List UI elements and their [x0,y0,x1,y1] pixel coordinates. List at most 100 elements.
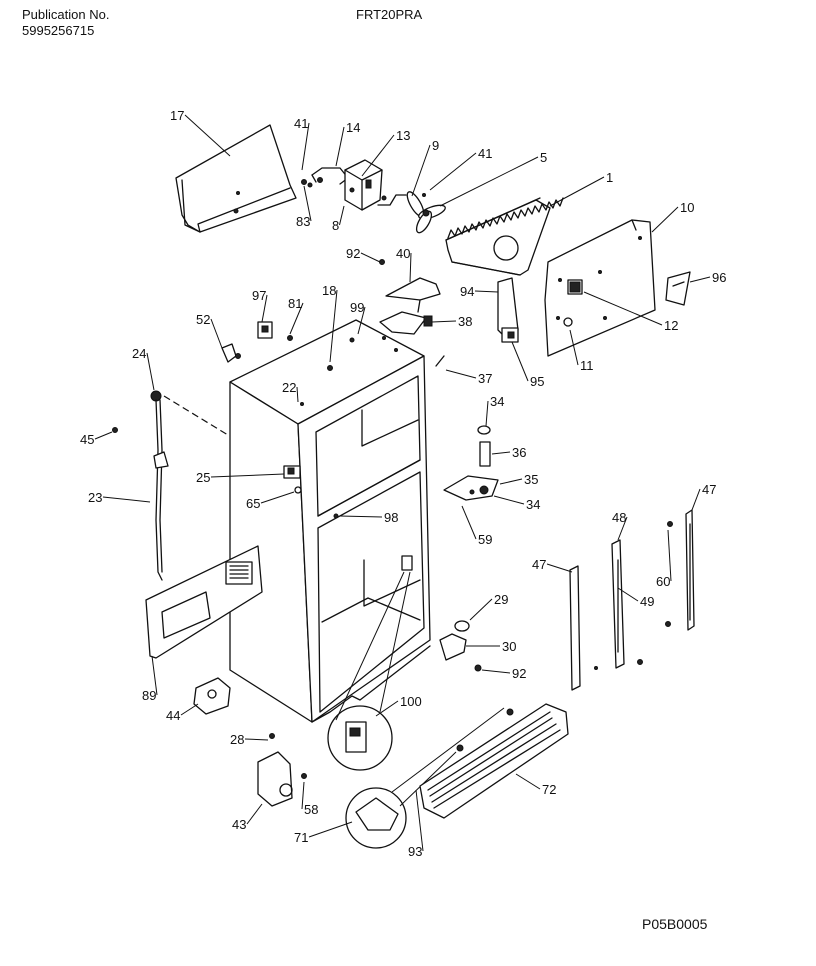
part-83-41-screws [301,179,313,188]
leader-line-43 [246,803,263,825]
leader-line-34 [493,495,525,505]
callout-49: 49 [640,594,654,609]
part-5-evaporator-cover [445,197,564,276]
callout-100: 100 [400,694,422,709]
leader-line-58 [301,781,305,810]
callout-labels: 1589101112131417182223242528293034343536… [80,108,726,859]
callout-28: 28 [230,732,244,747]
part-45-screw [112,427,118,433]
leader-line-99 [357,306,366,335]
callout-41: 41 [478,146,492,161]
callout-43: 43 [232,817,246,832]
leader-line-72 [515,773,541,790]
part-89-back-panel [145,545,263,659]
leader-line-29 [469,598,493,621]
leader-line-48 [617,516,628,541]
part-47-48-strips [569,509,695,691]
part-96-cover-plate [665,271,691,306]
leader-line-9 [411,144,431,197]
callout-83: 83 [296,214,310,229]
callout-40: 40 [396,246,410,261]
part-37-pin [435,355,445,367]
detail-100-circle [327,571,411,771]
callout-98: 98 [384,510,398,525]
callout-96: 96 [712,270,726,285]
publication-label: Publication No. [22,7,110,22]
leader-line-97 [261,294,268,323]
callout-9: 9 [432,138,439,153]
callout-58: 58 [304,802,318,817]
callout-65: 65 [246,496,260,511]
callout-8: 8 [332,218,339,233]
part-52-hinge-pin [221,343,241,363]
callout-47: 47 [702,482,716,497]
part-94-95-bracket [497,277,519,343]
leader-line-47 [691,488,701,511]
part-43-relay-bracket [257,733,307,807]
callout-81: 81 [288,296,302,311]
callout-25: 25 [196,470,210,485]
leader-line-18 [329,289,338,363]
callout-59: 59 [478,532,492,547]
leader-line-37 [445,369,477,379]
leader-line-41 [301,122,310,171]
callout-12: 12 [664,318,678,333]
leader-line-89 [151,655,158,696]
leader-line-41 [429,152,477,191]
callout-leader-lines [94,114,711,852]
part-23-24-rod [150,390,169,581]
part-72-drain-pan [419,703,569,819]
callout-44: 44 [166,708,180,723]
leader-line-36 [491,451,511,455]
callout-13: 13 [396,128,410,143]
leader-line-12 [583,291,663,326]
callout-5: 5 [540,150,547,165]
leader-line-60 [667,529,672,582]
callout-99: 99 [350,300,364,315]
leader-line-47 [546,563,573,573]
leader-line-71 [308,821,353,838]
leader-line-52 [210,318,223,349]
part-17-shroud-panel [175,124,297,233]
part-40-air-duct [379,259,441,313]
part-97-81-hinge-parts [257,321,293,341]
callout-29: 29 [494,592,508,607]
leader-line-92 [360,252,381,263]
part-9-fan-blade [406,191,446,234]
callout-34: 34 [526,497,540,512]
leader-line-17 [184,114,231,157]
callout-11: 11 [580,358,594,373]
callout-93: 93 [408,844,422,859]
callout-17: 17 [170,108,184,123]
part-13-fan-motor [344,159,383,211]
leader-line-14 [335,126,345,167]
part-10-rear-panel [544,219,656,357]
cabinet-main [229,319,431,723]
callout-14: 14 [346,120,360,135]
callout-48: 48 [612,510,626,525]
leader-line-40 [409,252,412,283]
callout-60: 60 [656,574,670,589]
callout-71: 71 [294,830,308,845]
leader-line-44 [180,703,199,716]
callout-92: 92 [512,666,526,681]
part-44-compressor-mount [193,677,231,715]
callout-97: 97 [252,288,266,303]
leader-line-5 [439,156,539,207]
leader-line-65 [260,491,295,504]
part-35-59-bracket [443,475,499,501]
leader-line-45 [94,431,113,440]
callout-47: 47 [532,557,546,572]
detail-71-circle [345,707,505,849]
part-14-bracket [311,167,349,185]
callout-22: 22 [282,380,296,395]
callout-45: 45 [80,432,94,447]
leader-line-83 [303,185,312,222]
leader-line-81 [289,302,304,335]
leader-line-24 [146,352,155,391]
part-38-damper-plate [379,311,433,335]
callout-30: 30 [502,639,516,654]
part-41-clip [422,193,426,197]
leader-line-34 [485,400,489,427]
